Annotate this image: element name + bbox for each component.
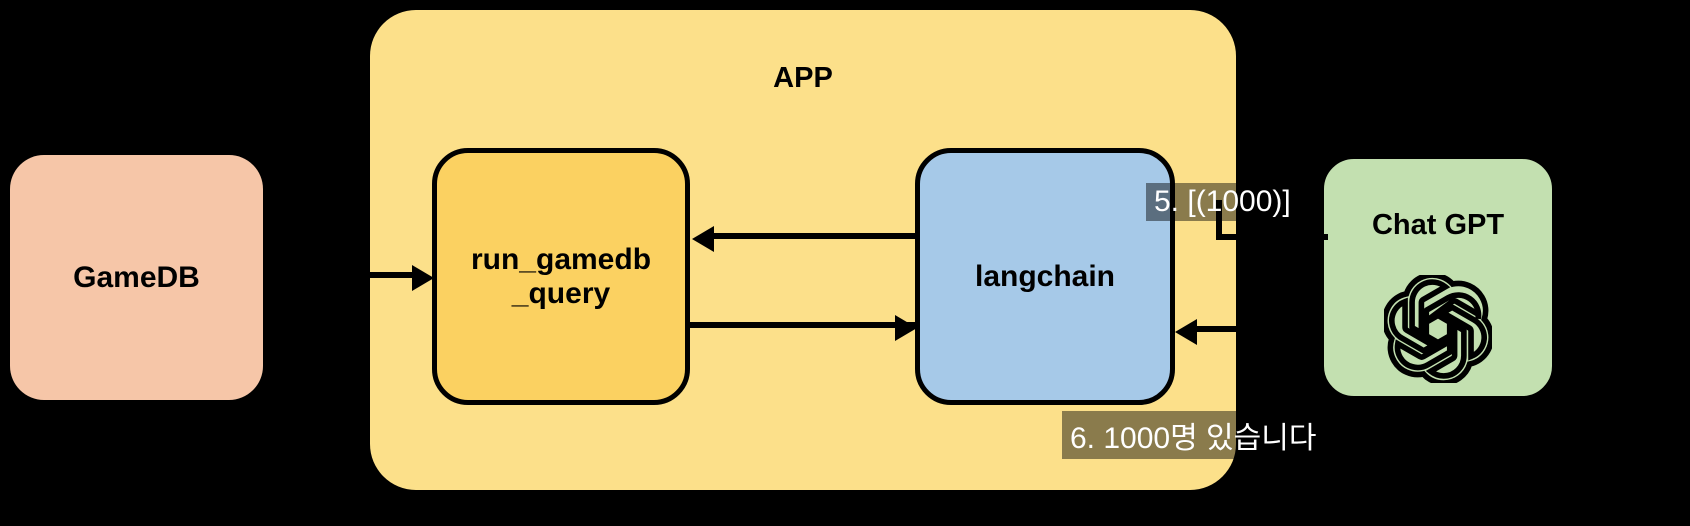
edge-langchain-to-run-query (713, 233, 918, 239)
node-gamedb[interactable]: GameDB (10, 155, 263, 400)
node-run-gamedb-query[interactable]: run_gamedb _query (432, 148, 690, 405)
node-chatgpt-label: Chat GPT (1371, 209, 1505, 241)
edge-run-query-to-langchain (690, 322, 918, 328)
node-gamedb-label: GameDB (73, 260, 200, 294)
edge-label-step5: 5. [(1000)] (1146, 183, 1299, 221)
edge-gamedb-to-run-query (355, 272, 415, 278)
arrowhead-run-query-to-langchain-icon (895, 315, 917, 341)
node-langchain-label: langchain (974, 259, 1116, 293)
app-title: APP (773, 62, 833, 94)
arrowhead-gamedb-to-run-query-icon (412, 265, 434, 291)
edge-langchain-to-chatgpt-top (1216, 234, 1328, 240)
node-langchain[interactable]: langchain (915, 148, 1175, 405)
edge-chatgpt-to-langchain (1196, 326, 1324, 332)
node-chatgpt[interactable]: Chat GPT (1320, 155, 1556, 400)
edge-langchain-to-chatgpt-riser (1216, 200, 1222, 240)
arrowhead-langchain-to-run-query-icon (692, 226, 714, 252)
openai-logo-icon (1381, 257, 1495, 388)
edge-label-step6: 6. 1000명 있습니다 (1062, 411, 1325, 459)
arrowhead-chatgpt-to-langchain-icon (1175, 319, 1197, 345)
node-run-gamedb-query-label: run_gamedb _query (470, 242, 652, 310)
